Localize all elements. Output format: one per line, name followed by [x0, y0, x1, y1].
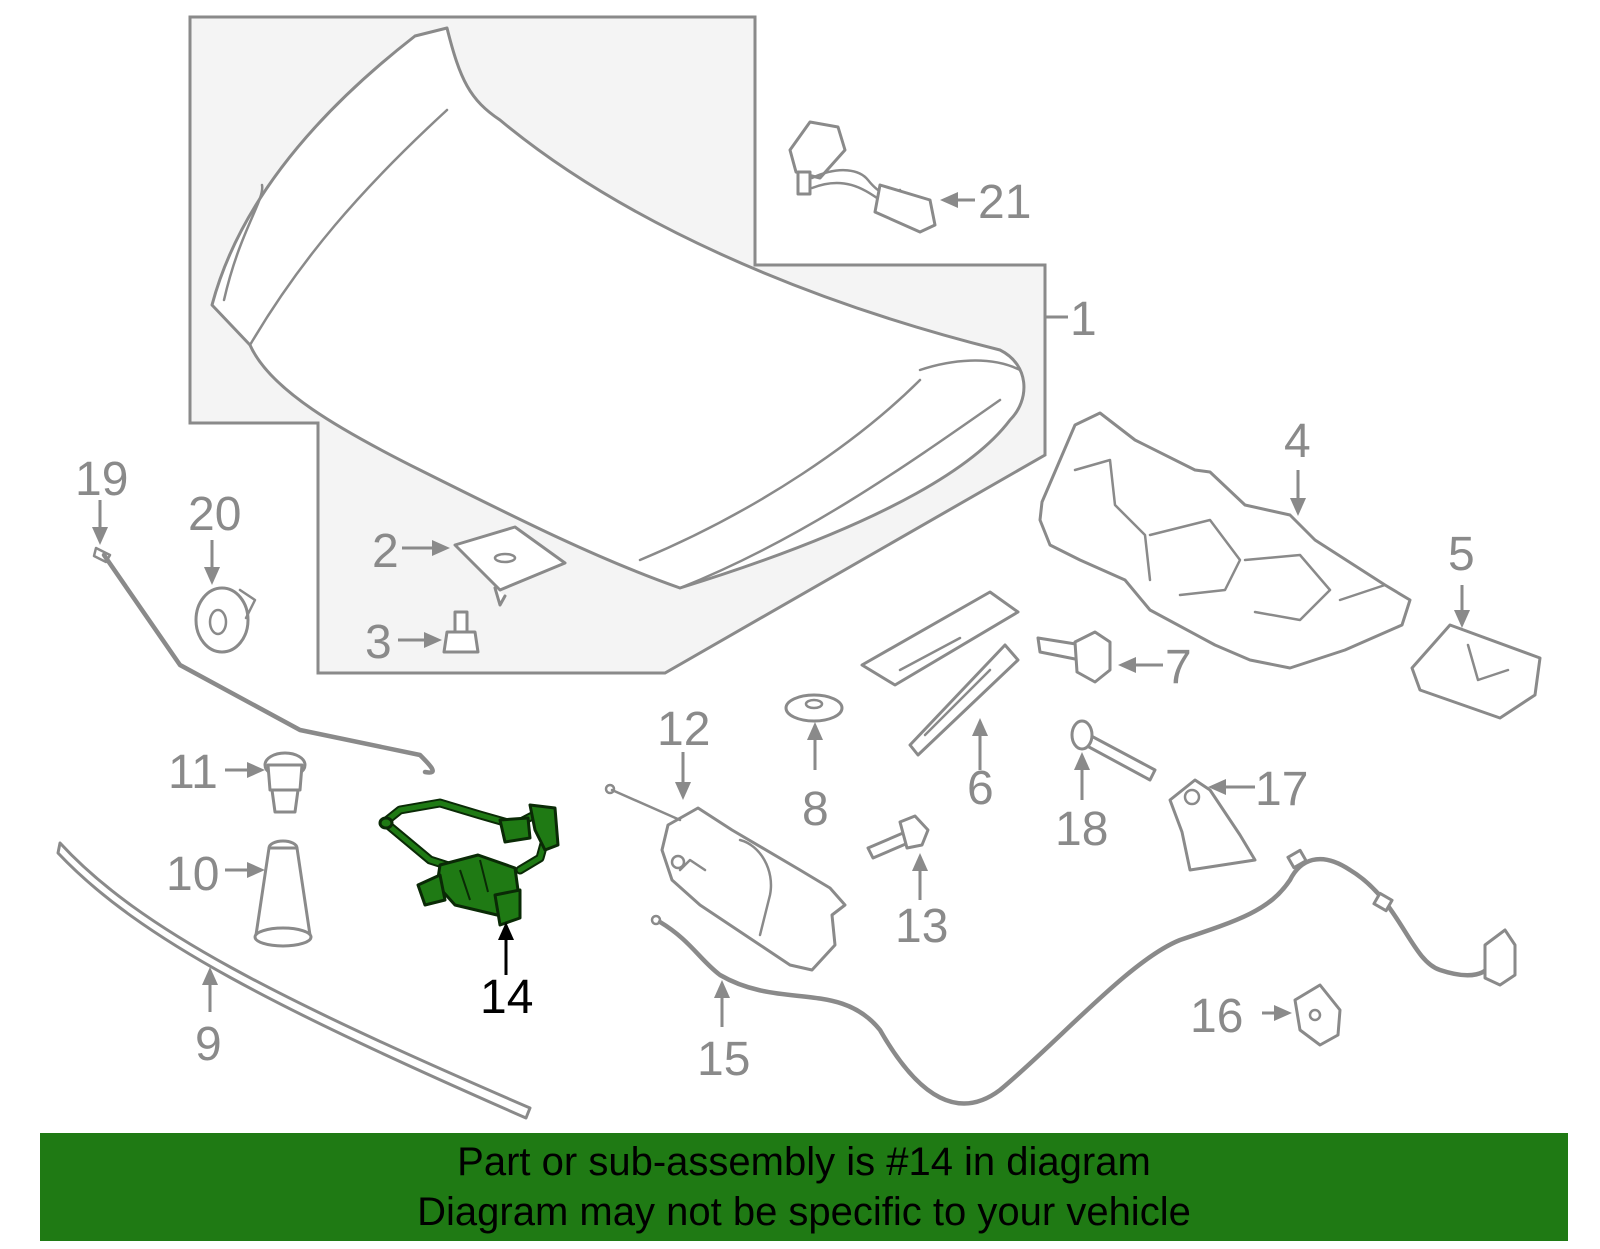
part-15-cable[interactable] [650, 848, 1517, 1106]
part-5-pad[interactable] [1410, 585, 1542, 720]
label-2: 2 [372, 525, 399, 578]
parts-diagram: 1 21 2 3 4 [56, 15, 1542, 1120]
part-11-bumper[interactable] [225, 751, 307, 814]
label-11: 11 [168, 746, 218, 799]
label-19: 19 [75, 453, 128, 506]
part-21-connector[interactable] [788, 120, 975, 234]
label-10: 10 [166, 848, 219, 901]
label-5: 5 [1448, 528, 1475, 581]
part-10-boot[interactable] [225, 839, 313, 948]
label-4: 4 [1284, 415, 1311, 468]
label-3: 3 [365, 616, 392, 669]
label-7: 7 [1165, 641, 1192, 694]
label-8: 8 [802, 783, 829, 836]
part-6-seal[interactable] [860, 590, 1020, 770]
part-18-pin[interactable] [1070, 719, 1157, 800]
label-17: 17 [1255, 763, 1308, 816]
part-12-latch[interactable] [604, 752, 847, 972]
part-14-sensor-highlighted[interactable] [378, 798, 560, 975]
part-7-bolt[interactable] [1036, 630, 1163, 684]
label-1: 1 [1070, 293, 1097, 346]
part-2-bracket[interactable] [402, 525, 567, 607]
label-21: 21 [978, 176, 1031, 229]
part-4-insulator[interactable] [1038, 411, 1412, 670]
info-banner: Part or sub-assembly is #14 in diagram D… [40, 1133, 1568, 1241]
part-16-clip[interactable] [1262, 983, 1342, 1047]
label-16: 16 [1190, 990, 1243, 1043]
part-19-prop-rod[interactable] [92, 500, 435, 775]
label-12: 12 [657, 703, 710, 756]
part-17-bracket[interactable] [1168, 778, 1257, 872]
label-6: 6 [967, 762, 994, 815]
part-13-bolt[interactable] [866, 814, 930, 900]
label-9: 9 [195, 1018, 222, 1071]
part-9-weatherstrip[interactable] [56, 841, 532, 1120]
label-14: 14 [480, 971, 533, 1024]
part-3-bolt[interactable] [398, 610, 480, 654]
banner-line-1: Part or sub-assembly is #14 in diagram [457, 1140, 1151, 1184]
label-15: 15 [697, 1033, 750, 1086]
banner-line-2: Diagram may not be specific to your vehi… [417, 1190, 1191, 1234]
part-8-washer[interactable] [784, 693, 844, 770]
label-13: 13 [895, 900, 948, 953]
part-1-hood[interactable] [188, 15, 1068, 675]
label-18: 18 [1055, 803, 1108, 856]
label-20: 20 [188, 488, 241, 541]
part-20-grommet[interactable] [194, 540, 257, 654]
